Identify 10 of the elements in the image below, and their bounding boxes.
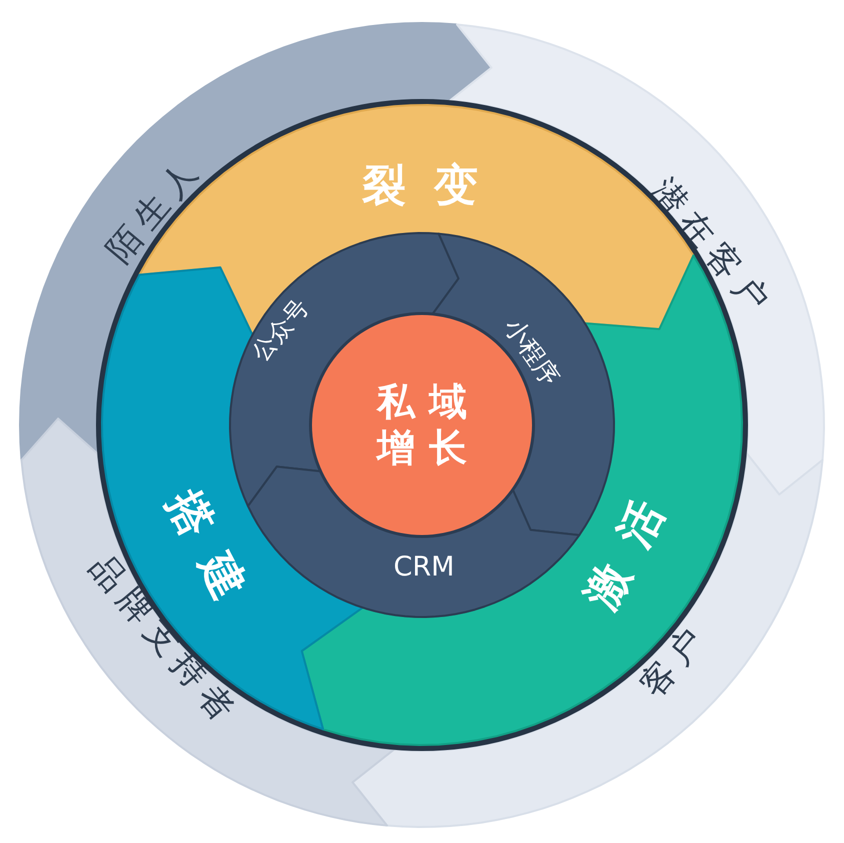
center-label: 私域增长 xyxy=(374,379,482,471)
stage-label: 裂变 xyxy=(361,164,506,208)
segment-label: CRM xyxy=(394,554,454,580)
audience-label: 客户 xyxy=(631,616,715,707)
segment-label: 小程序 xyxy=(500,314,564,390)
inner-ring-segment xyxy=(430,232,615,537)
audience-label: 陌生人 xyxy=(98,150,208,272)
segment-label: 公众号 xyxy=(248,294,312,366)
inner-ring-segment xyxy=(246,465,581,618)
stage-label: 激活 xyxy=(574,471,684,620)
